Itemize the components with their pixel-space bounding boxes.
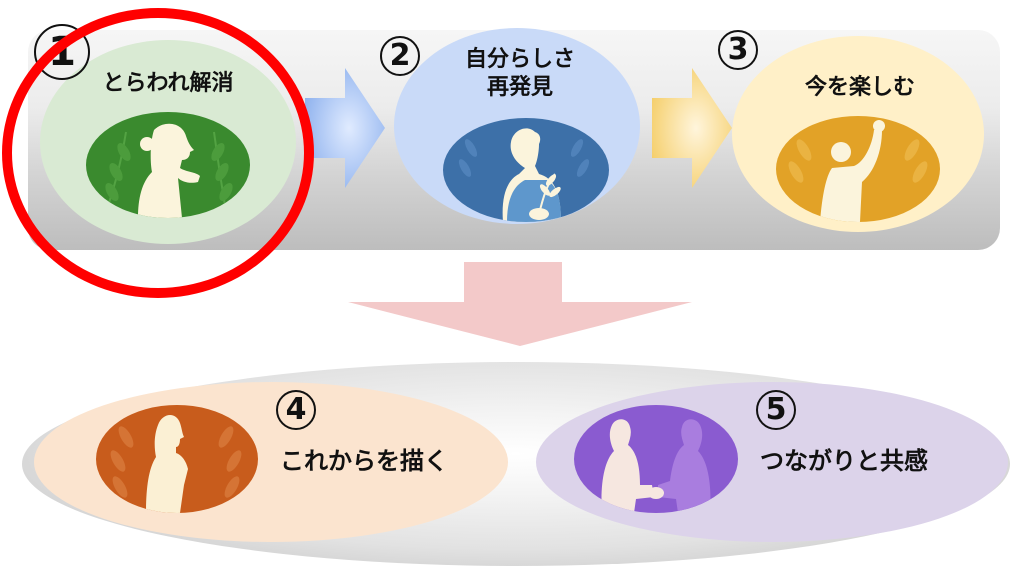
man-thinking-icon [110, 414, 242, 513]
woman-holding-plant-icon [458, 128, 590, 222]
arrow-right-icon [652, 68, 732, 188]
step-5-scene [574, 405, 738, 513]
step-3-label: 今を楽しむ [804, 75, 915, 100]
step-3-scene [776, 116, 940, 222]
step-2-label-line1: 自分らしさ [464, 47, 575, 72]
highlight-ring-step-1 [2, 8, 314, 298]
step-3-number: 3 [718, 30, 758, 70]
handshake-icon [601, 419, 711, 513]
step-2-label: 自分らしさ 再発見 [430, 46, 610, 101]
arrow-right-icon [305, 68, 385, 188]
step-4-label: これからを描く [280, 447, 448, 475]
step-2-scene [443, 118, 609, 222]
arrow-down-icon [348, 262, 692, 346]
arrow-step2-to-step3 [652, 68, 732, 188]
arrow-down-to-bottom-row [330, 262, 710, 354]
man-raising-fist-icon [788, 120, 928, 222]
step-4-number: 4 [276, 390, 316, 430]
step-4-scene [96, 405, 258, 513]
step-5-number: 5 [756, 390, 796, 430]
arrow-step1-to-step2 [305, 68, 385, 188]
step-2-number: 2 [380, 36, 420, 76]
step-2-label-line2: 再発見 [486, 74, 553, 100]
step-5-label: つながりと共感 [760, 447, 928, 475]
